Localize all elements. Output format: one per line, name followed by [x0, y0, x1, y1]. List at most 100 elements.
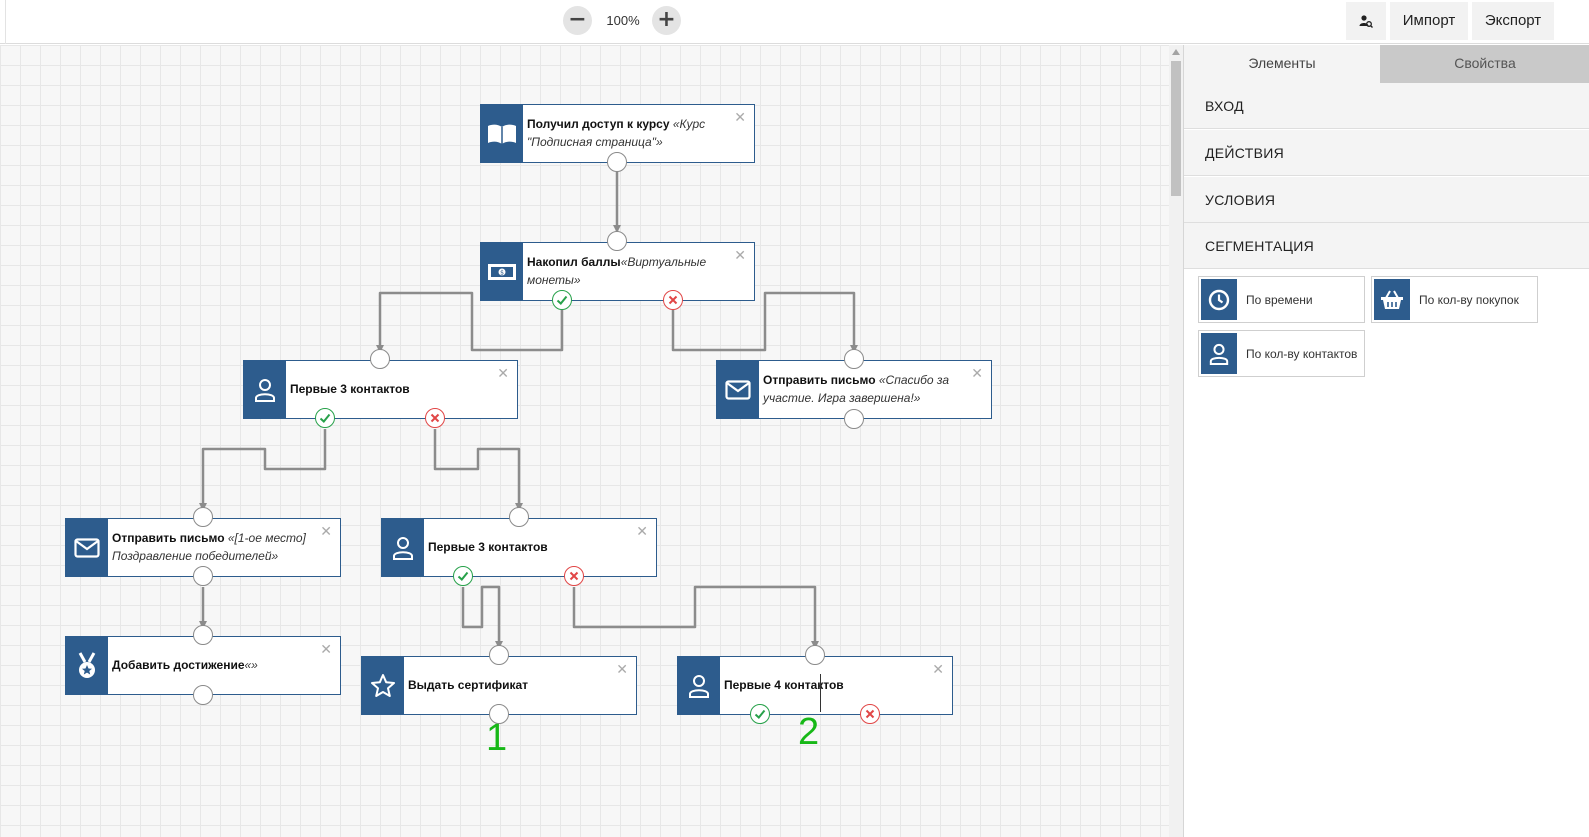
close-icon[interactable]: ✕ [734, 248, 746, 264]
check-icon [556, 295, 568, 305]
close-icon[interactable]: ✕ [932, 662, 944, 678]
close-icon[interactable]: ✕ [971, 366, 983, 382]
node-text: Добавить достижение«» [112, 656, 316, 674]
book-icon [481, 105, 523, 162]
wire-first3a-ok-to-winner [199, 429, 327, 511]
port-input[interactable] [509, 507, 529, 527]
port-input[interactable] [607, 231, 627, 251]
node-first3-b[interactable]: Первые 3 контактов ✕ [381, 518, 657, 577]
card-by-purchases[interactable]: По кол-ву покупок [1371, 276, 1538, 323]
cross-icon [668, 295, 678, 305]
node-title: Отправить письмо [112, 531, 225, 545]
node-title: Отправить письмо [763, 373, 876, 387]
connection-lines [199, 172, 858, 649]
check-icon [457, 571, 469, 581]
annotation-2: 2 [798, 711, 820, 753]
node-points[interactable]: $ Накопил баллы«Виртуальные монеты» ✕ [480, 242, 755, 301]
import-button[interactable]: Импорт [1390, 2, 1468, 40]
node-title: Первые 4 контактов [724, 678, 844, 692]
port-output[interactable] [193, 566, 213, 586]
user-icon [1201, 333, 1237, 374]
port-success[interactable] [453, 566, 473, 586]
card-label: По кол-ву покупок [1419, 292, 1519, 307]
node-text: Первые 4 контактов [724, 676, 928, 694]
node-text: Первые 3 контактов [290, 380, 493, 398]
card-by-contacts[interactable]: По кол-ву контактов [1198, 330, 1365, 377]
port-output[interactable] [607, 152, 627, 172]
port-output[interactable] [193, 685, 213, 705]
node-text: Выдать сертификат [408, 676, 612, 694]
svg-text:$: $ [500, 269, 504, 276]
port-fail[interactable] [425, 408, 445, 428]
text-cursor [820, 674, 821, 712]
star-icon [362, 657, 404, 714]
section-segmentation[interactable]: СЕГМЕНТАЦИЯ [1184, 223, 1589, 269]
flow-canvas[interactable]: Получил доступ к курсу «Курс "Подписная … [0, 45, 1169, 837]
section-input[interactable]: ВХОД [1184, 83, 1589, 129]
close-icon[interactable]: ✕ [320, 524, 332, 540]
node-title: Выдать сертификат [408, 678, 528, 692]
close-icon[interactable]: ✕ [734, 110, 746, 126]
port-input[interactable] [489, 645, 509, 665]
node-title: Добавить достижение [112, 658, 245, 672]
close-icon[interactable]: ✕ [320, 642, 332, 658]
port-input[interactable] [844, 349, 864, 369]
port-success[interactable] [315, 408, 335, 428]
envelope-icon [66, 519, 108, 576]
basket-icon [1374, 279, 1410, 320]
node-title: Получил доступ к курсу [527, 117, 670, 131]
export-button[interactable]: Экспорт [1472, 2, 1554, 40]
clock-icon [1201, 279, 1237, 320]
toolbar: − 100% + Импорт Экспорт [0, 0, 1589, 44]
close-icon[interactable]: ✕ [636, 524, 648, 540]
node-text: Получил доступ к курсу «Курс "Подписная … [527, 115, 730, 151]
node-title: Первые 3 контактов [428, 540, 548, 554]
port-input[interactable] [370, 349, 390, 369]
port-success[interactable] [552, 290, 572, 310]
node-detail: «Курс "Подписная страница"» [527, 117, 706, 149]
port-output[interactable] [844, 409, 864, 429]
wire-first3b-no-to-first4 [572, 585, 819, 649]
port-fail[interactable] [564, 566, 584, 586]
scroll-up-icon[interactable] [1172, 49, 1180, 55]
cross-icon [865, 709, 875, 719]
wire-points-ok-to-first3a [376, 291, 564, 353]
node-title: Первые 3 контактов [290, 382, 410, 396]
zoom-level: 100% [606, 13, 640, 28]
zoom-out-button[interactable]: − [563, 6, 592, 35]
node-certificate[interactable]: Выдать сертификат ✕ [361, 656, 637, 715]
node-detail: «Спасибо за участие. Игра завершена!» [763, 373, 950, 405]
card-label: По кол-ву контактов [1246, 346, 1358, 361]
port-input[interactable] [193, 507, 213, 527]
node-text: Отправить письмо «[1-ое место] Поздравле… [112, 529, 316, 565]
wire-first3b-ok-to-certificate [461, 585, 503, 649]
node-title: Накопил баллы [527, 255, 621, 269]
port-output[interactable] [489, 704, 509, 724]
node-text: Первые 3 контактов [428, 538, 632, 556]
cross-icon [569, 571, 579, 581]
close-icon[interactable]: ✕ [497, 366, 509, 382]
port-fail[interactable] [860, 704, 880, 724]
user-search-button[interactable] [1346, 2, 1386, 40]
side-panel: Элементы Свойства ВХОД ДЕЙСТВИЯ УСЛОВИЯ … [1183, 45, 1589, 837]
node-detail: «» [244, 658, 258, 672]
card-by-time[interactable]: По времени [1198, 276, 1365, 323]
money-icon: $ [481, 243, 523, 300]
scrollbar-thumb[interactable] [1171, 61, 1181, 196]
port-fail[interactable] [663, 290, 683, 310]
section-conditions[interactable]: УСЛОВИЯ [1184, 177, 1589, 223]
section-actions[interactable]: ДЕЙСТВИЯ [1184, 130, 1589, 176]
tab-elements[interactable]: Элементы [1184, 45, 1380, 83]
tab-properties[interactable]: Свойства [1380, 45, 1589, 83]
port-input[interactable] [193, 625, 213, 645]
port-success[interactable] [750, 704, 770, 724]
node-first3-a[interactable]: Первые 3 контактов ✕ [243, 360, 518, 419]
node-text: Накопил баллы«Виртуальные монеты» [527, 253, 730, 289]
canvas-scrollbar[interactable] [1169, 45, 1183, 837]
port-input[interactable] [805, 645, 825, 665]
user-icon [678, 657, 720, 714]
close-icon[interactable]: ✕ [616, 662, 628, 678]
zoom-in-button[interactable]: + [652, 6, 681, 35]
node-text: Отправить письмо «Спасибо за участие. Иг… [763, 371, 967, 407]
node-detail: «[1-ое место] Поздравление победителей» [112, 531, 306, 563]
